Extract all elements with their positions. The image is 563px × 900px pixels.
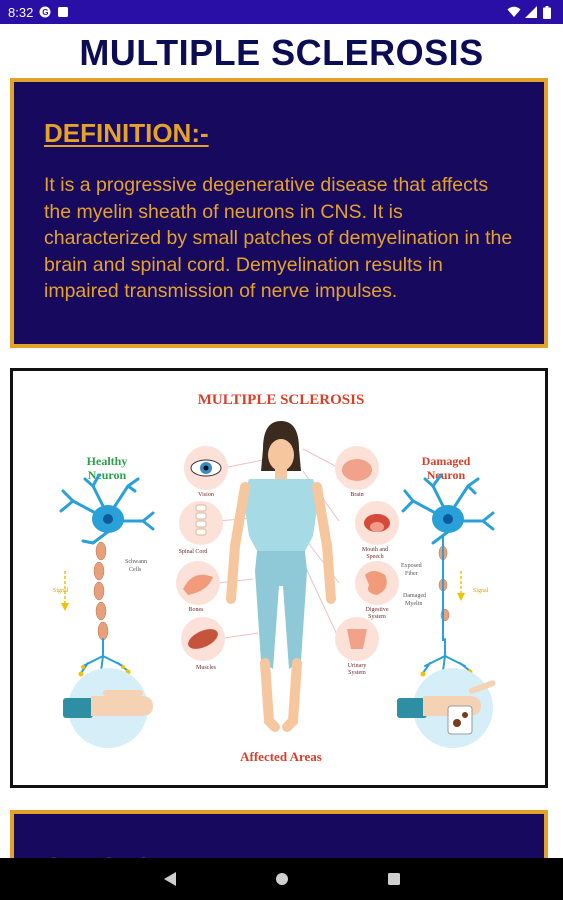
- definition-heading: DEFINITION:-: [44, 118, 209, 148]
- healthy-hand-icon: [63, 668, 153, 748]
- damaged-label-1: Damaged: [422, 454, 471, 468]
- app-notification-icon: G: [39, 6, 51, 18]
- status-bar: 8:32 G: [0, 0, 563, 24]
- vision-icon: [184, 446, 228, 490]
- urinary-system-icon: [335, 617, 379, 661]
- damaged-neuron-icon: [401, 473, 495, 677]
- status-time: 8:32: [8, 4, 34, 20]
- healthy-label-2: Neuron: [88, 468, 127, 482]
- damaged-part-signal: Signal: [473, 588, 489, 594]
- page-title: MULTIPLE SCLEROSIS: [79, 32, 484, 73]
- definition-card: DEFINITION:- It is a progressive degener…: [10, 78, 548, 348]
- healthy-part-cells: Cells: [129, 567, 142, 573]
- multiple-sclerosis-illustration: MULTIPLE SCLEROSIS Healthy Neuron Damage…: [10, 368, 548, 788]
- human-body-icon: [226, 421, 336, 732]
- label-digestive-1: Digestive: [366, 607, 389, 613]
- label-mouth-1: Mouth and: [362, 547, 388, 553]
- navigation-bar: [0, 858, 563, 900]
- definition-text: It is a progressive degenerative disease…: [44, 174, 513, 302]
- label-digestive-2: System: [368, 614, 386, 620]
- bones-icon: [176, 561, 220, 605]
- label-spinal-cord: Spinal Cord: [179, 549, 208, 555]
- healthy-label-1: Healthy: [87, 454, 128, 468]
- brain-icon: [335, 446, 379, 490]
- digestive-system-icon: [355, 561, 399, 605]
- recents-icon[interactable]: [384, 869, 404, 889]
- healthy-part-schwann: Schwann: [125, 559, 147, 565]
- signal-icon: [525, 6, 537, 18]
- muscles-icon: [181, 617, 225, 661]
- healthy-neuron-icon: [59, 473, 155, 677]
- label-urinary-2: System: [348, 670, 366, 676]
- label-muscles: Muscles: [196, 665, 217, 671]
- label-mouth-2: Speech: [366, 554, 383, 560]
- damaged-label-2: Neuron: [427, 468, 466, 482]
- svg-text:G: G: [43, 8, 49, 17]
- damaged-part-fiber: Fiber: [405, 571, 418, 577]
- back-icon[interactable]: [160, 869, 180, 889]
- label-urinary-1: Urinary: [348, 663, 367, 669]
- damaged-part-damaged: Damaged: [403, 593, 426, 599]
- label-bones: Bones: [189, 607, 205, 613]
- battery-icon: [543, 6, 555, 19]
- figure-title: MULTIPLE SCLEROSIS: [198, 392, 365, 408]
- home-icon[interactable]: [272, 869, 292, 889]
- damaged-part-exposed: Exposed: [401, 563, 422, 569]
- mouth-icon: [355, 501, 399, 545]
- label-brain: Brain: [350, 492, 363, 498]
- download-icon: [57, 6, 69, 18]
- wifi-icon: [507, 6, 521, 18]
- healthy-part-signal: Signal: [53, 588, 69, 594]
- figure-footer: Affected Areas: [240, 749, 322, 764]
- damaged-part-myelin: Myelin: [405, 601, 422, 607]
- damaged-hand-icon: [397, 668, 496, 748]
- spinal-cord-icon: [179, 501, 223, 545]
- label-vision: Vision: [198, 492, 214, 498]
